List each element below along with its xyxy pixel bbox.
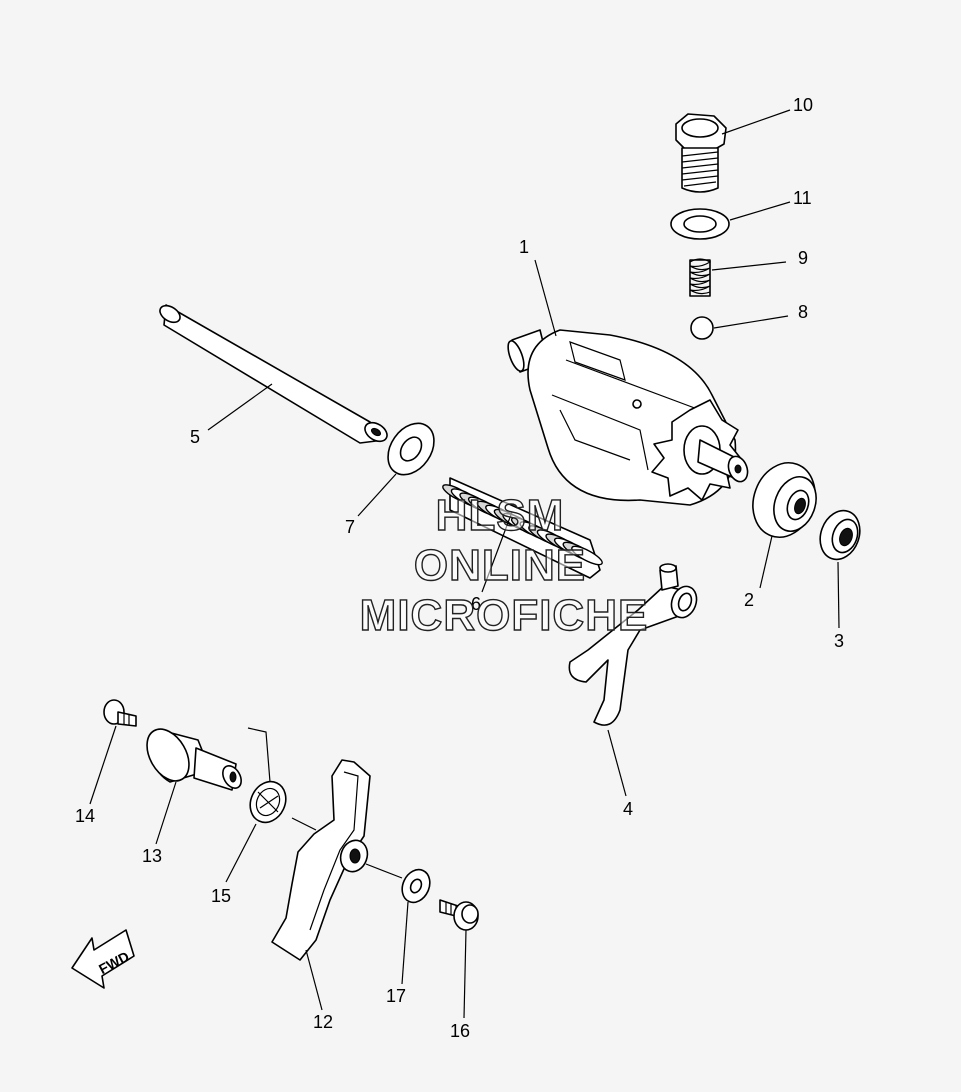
callout-16: 16 [450, 1021, 470, 1041]
callout-3: 3 [834, 631, 844, 651]
watermark: HLSM ONLINE MICROFICHE [359, 490, 649, 640]
bolt-part-16 [439, 899, 479, 931]
callout-14: 14 [75, 806, 95, 826]
callout-10: 10 [793, 95, 813, 115]
callout-6: 6 [471, 594, 481, 614]
ball-part-8 [690, 316, 714, 340]
shift-fork-part [568, 563, 698, 726]
torsion-spring-part-15 [247, 727, 317, 831]
leader-lines [89, 109, 840, 1019]
bearing-part-2 [752, 462, 817, 538]
callout-9: 9 [798, 248, 808, 268]
stopper-lever-part [271, 759, 371, 961]
callout-1: 1 [519, 237, 529, 257]
oil-seal-part-3 [819, 509, 861, 561]
bolt-part-14 [103, 699, 137, 727]
spring-part-9 [689, 258, 712, 297]
coil-spring-part-6 [442, 477, 603, 579]
callout-2: 2 [744, 590, 754, 610]
watermark-line-1: HLSM [436, 491, 565, 540]
callout-15: 15 [211, 886, 231, 906]
callout-11: 11 [793, 188, 812, 208]
callout-7: 7 [345, 517, 355, 537]
collar-part-13 [146, 728, 242, 791]
forward-direction-arrow: FWD [71, 929, 135, 989]
callout-numbers: 1 2 3 4 5 6 7 8 9 10 11 12 13 14 15 16 1… [75, 95, 844, 1041]
washer-part-17 [401, 868, 431, 904]
washer-part-7 [387, 422, 435, 476]
gasket-part-11 [670, 208, 730, 240]
bolt-part-10 [675, 113, 727, 193]
callout-4: 4 [623, 799, 633, 819]
coil-ring [571, 545, 603, 566]
guide-bar-part [159, 304, 388, 444]
callout-17: 17 [386, 986, 406, 1006]
callout-8: 8 [798, 302, 808, 322]
shift-drum-part [507, 329, 749, 506]
callout-12: 12 [313, 1012, 333, 1032]
callout-5: 5 [190, 427, 200, 447]
callout-13: 13 [142, 846, 162, 866]
watermark-line-3: MICROFICHE [360, 591, 649, 640]
watermark-line-2: ONLINE [414, 541, 586, 590]
